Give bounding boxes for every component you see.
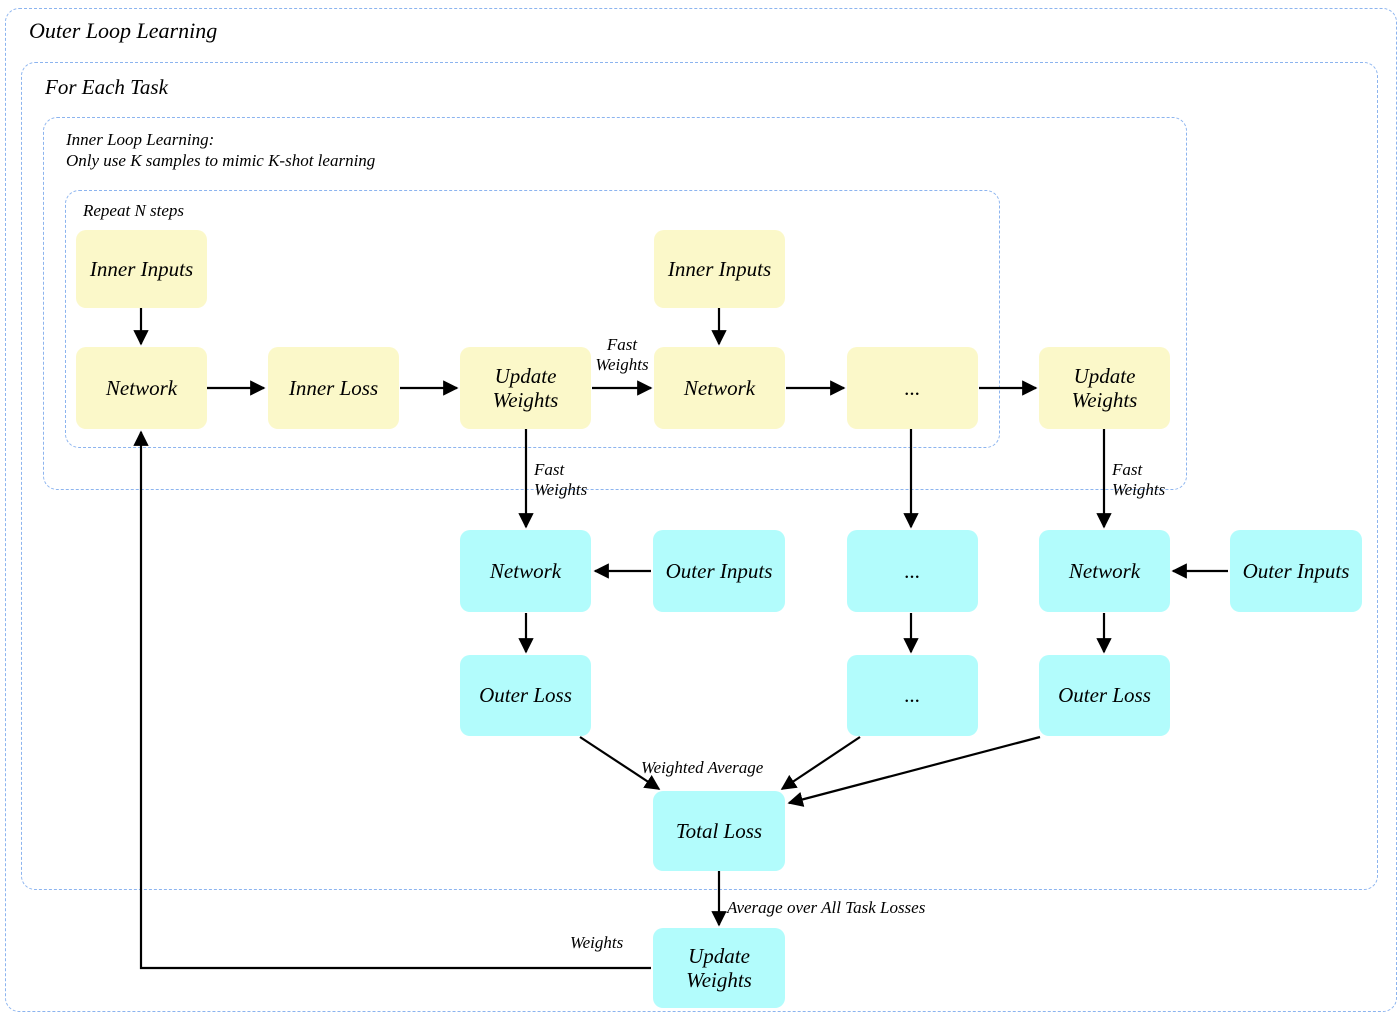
node-inner-loss-1[interactable]: Inner Loss (268, 347, 399, 429)
node-outer-network-2[interactable]: Network (1039, 530, 1170, 612)
node-outer-inputs-2[interactable]: Outer Inputs (1230, 530, 1362, 612)
group-for-each-task (21, 62, 1378, 890)
edge-label-weighted-average: Weighted Average (641, 758, 764, 777)
node-outer-loss-2[interactable]: Outer Loss (1039, 655, 1170, 736)
edge-label-fast-weights-vertical-1: Fast Weights (534, 460, 588, 499)
node-inner-inputs-1[interactable]: Inner Inputs (76, 230, 207, 308)
edge-label-average-over-all-task-losses: Average over All Task Losses (727, 898, 926, 917)
node-update-weights-outer[interactable]: Update Weights (653, 928, 785, 1008)
edge-label-fast-weights-vertical-2: Fast Weights (1112, 460, 1166, 499)
node-ellipsis-inner[interactable]: ... (847, 347, 978, 429)
node-update-weights-1[interactable]: Update Weights (460, 347, 591, 429)
group-label-for-each-task: For Each Task (45, 75, 168, 99)
node-update-weights-2[interactable]: Update Weights (1039, 347, 1170, 429)
node-ellipsis-loss[interactable]: ... (847, 655, 978, 736)
group-label-inner-loop-learning: Inner Loop Learning: Only use K samples … (66, 130, 376, 170)
node-total-loss[interactable]: Total Loss (653, 791, 785, 871)
node-ellipsis-net[interactable]: ... (847, 530, 978, 612)
node-outer-loss-1[interactable]: Outer Loss (460, 655, 591, 736)
node-network-2[interactable]: Network (654, 347, 785, 429)
node-outer-inputs-1[interactable]: Outer Inputs (653, 530, 785, 612)
node-outer-network-1[interactable]: Network (460, 530, 591, 612)
node-network-1[interactable]: Network (76, 347, 207, 429)
edge-label-weights: Weights (570, 933, 624, 952)
group-label-outer-loop-learning: Outer Loop Learning (29, 18, 218, 43)
edge-label-fast-weights-horizontal: Fast Weights (595, 335, 649, 374)
group-label-repeat-n-steps: Repeat N steps (83, 201, 185, 220)
node-inner-inputs-2[interactable]: Inner Inputs (654, 230, 785, 308)
group-outer-loop-learning (5, 8, 1397, 1012)
